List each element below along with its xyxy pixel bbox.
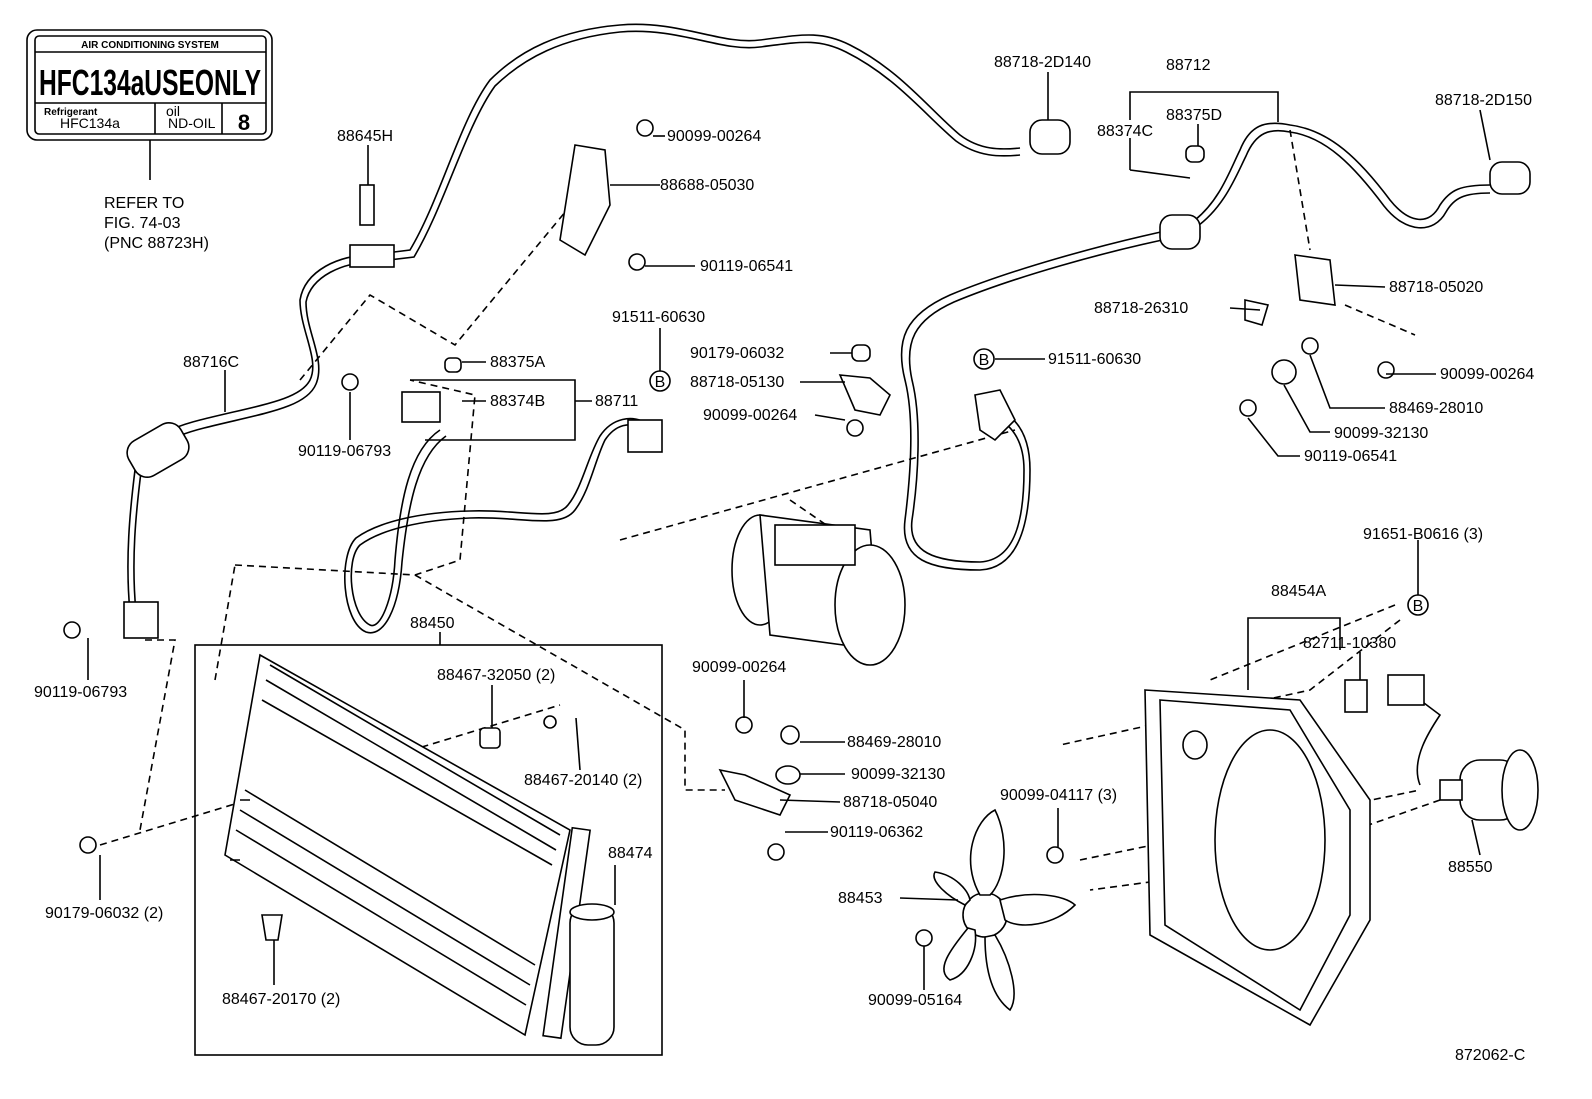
small-parts	[63, 119, 1531, 947]
fan-blade	[933, 808, 1077, 1012]
label-90119-06793-a: 90119-06793	[298, 443, 391, 460]
label-88718-05130: 88718-05130	[690, 374, 784, 391]
label-88718-2D150: 88718-2D150	[1435, 92, 1532, 109]
label-88718-26310: 88718-26310	[1094, 300, 1188, 317]
label-88375D: 88375D	[1166, 107, 1222, 124]
label-88711: 88711	[595, 393, 638, 410]
label-88453: 88453	[838, 890, 883, 907]
label-91511-60630-a: 91511-60630	[612, 309, 705, 326]
label-88374B: 88374B	[490, 393, 545, 410]
label-88550: 88550	[1448, 859, 1493, 876]
circle-b-markers: B B B	[649, 348, 1429, 616]
label-88469-28010-a: 88469-28010	[1389, 400, 1483, 417]
label-82711-10380: 82711-10380	[1303, 635, 1396, 652]
label-90179-06032-a: 90179-06032	[690, 345, 784, 362]
refer-note-line3: (PNC 88723H)	[104, 235, 209, 252]
label-88467-20170: 88467-20170 (2)	[222, 991, 340, 1008]
fan-motor	[1387, 674, 1539, 831]
plate-oil-label: oil	[166, 103, 180, 119]
condenser	[224, 653, 592, 1040]
circle-b-marker-2	[973, 348, 995, 370]
label-88467-32050: 88467-32050 (2)	[437, 667, 555, 684]
label-88454A: 88454A	[1271, 583, 1326, 600]
label-90119-06541-top: 90119-06541	[700, 258, 793, 275]
label-88374C: 88374C	[1097, 123, 1153, 140]
label-90119-06793-b: 90119-06793	[34, 684, 127, 701]
plate-oil-number: 8	[238, 110, 250, 135]
label-90099-04117: 90099-04117 (3)	[1000, 787, 1117, 804]
circle-b-text-1: B	[655, 374, 666, 391]
label-88450: 88450	[410, 615, 455, 632]
label-88716C: 88716C	[183, 354, 239, 371]
callout-labels: 88645H 88716C 90099-00264 88688-05030 90…	[34, 54, 1534, 1064]
label-88712: 88712	[1166, 57, 1211, 74]
label-91511-60630-b: 91511-60630	[1048, 351, 1141, 368]
compressor	[731, 514, 906, 666]
label-88469-28010-b: 88469-28010	[847, 734, 941, 751]
label-88718-05040: 88718-05040	[843, 794, 937, 811]
label-88718-2D140: 88718-2D140	[994, 54, 1091, 71]
label-90099-00264-right: 90099-00264	[1440, 366, 1534, 383]
label-90099-05164: 90099-05164	[868, 992, 962, 1009]
label-90099-00264-top: 90099-00264	[667, 128, 761, 145]
condenser-group-box	[194, 644, 663, 1056]
plate-refrigerant-value: HFC134a	[60, 115, 120, 131]
label-88474: 88474	[608, 845, 653, 862]
refer-note-line2: FIG. 74-03	[104, 215, 181, 232]
label-88718-05020: 88718-05020	[1389, 279, 1483, 296]
label-90099-32130-b: 90099-32130	[851, 766, 945, 783]
circle-b-marker-3	[1407, 594, 1429, 616]
label-88467-20140: 88467-20140 (2)	[524, 772, 642, 789]
label-90099-00264-low: 90099-00264	[692, 659, 786, 676]
label-90099-32130-a: 90099-32130	[1334, 425, 1428, 442]
label-88688-05030: 88688-05030	[660, 177, 754, 194]
refrigerant-pipes	[126, 23, 1491, 634]
label-90119-06541-right: 90119-06541	[1304, 448, 1397, 465]
label-88375A: 88375A	[490, 354, 545, 371]
plate-main: HFC134aUSEONLY	[39, 62, 261, 103]
label-88645H: 88645H	[337, 128, 393, 145]
circle-b-text-2: B	[979, 352, 990, 369]
plate-header: AIR CONDITIONING SYSTEM	[81, 40, 219, 51]
label-90119-06362: 90119-06362	[830, 824, 923, 841]
callout-leaders	[87, 72, 1491, 990]
circle-b-text-3: B	[1413, 598, 1424, 615]
plate-refrigerant-label: Refrigerant	[44, 107, 98, 118]
figure-code: 872062-C	[1455, 1047, 1525, 1064]
refer-note-line1: REFER TO	[104, 195, 184, 212]
label-90179-06032-b: 90179-06032 (2)	[45, 905, 163, 922]
receiver-dryer	[569, 903, 615, 1046]
label-91651-B0616: 91651-B0616 (3)	[1363, 526, 1483, 543]
label-90099-00264-mid: 90099-00264	[703, 407, 797, 424]
plate-oil-value: ND-OIL	[168, 115, 216, 131]
ac-label-plate: AIR CONDITIONING SYSTEM HFC134aUSEONLY R…	[26, 29, 273, 180]
fan-shroud	[1144, 689, 1371, 1027]
circle-b-marker-1	[649, 370, 671, 392]
